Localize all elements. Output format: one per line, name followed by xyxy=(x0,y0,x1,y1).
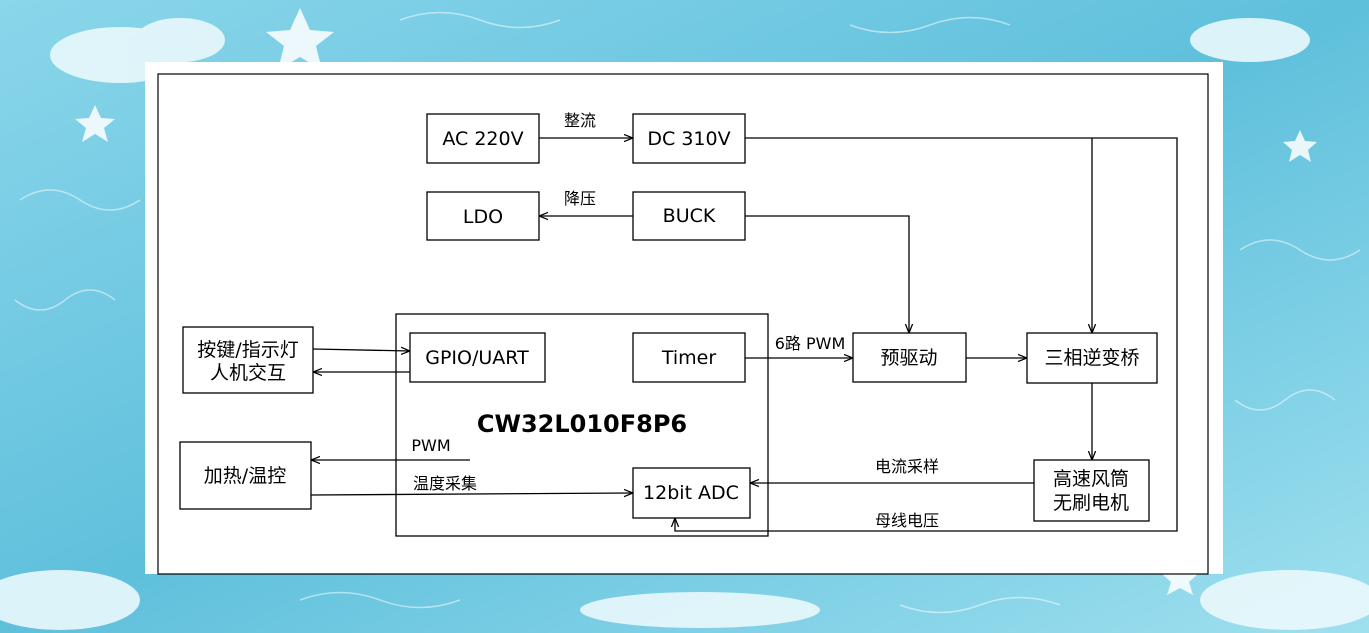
edge-temp-sample xyxy=(310,493,633,495)
svg-text:高速风筒: 高速风筒 xyxy=(1053,468,1129,490)
label-temp-sample: 温度采集 xyxy=(413,474,477,493)
mcu-title: CW32L010F8P6 xyxy=(477,410,687,438)
node-buck: BUCK xyxy=(632,191,746,241)
svg-text:三相逆变桥: 三相逆变桥 xyxy=(1044,347,1139,369)
star-decoration xyxy=(75,8,1317,595)
edge-hmi-to-gpio xyxy=(312,349,410,351)
node-predriver: 预驱动 xyxy=(852,332,967,383)
svg-text:DC 310V: DC 310V xyxy=(647,128,730,150)
svg-text:LDO: LDO xyxy=(463,206,503,228)
edge-labels: 整流 降压 6路 PWM PWM 温度采集 电流采样 母线电压 xyxy=(411,111,939,530)
svg-text:人机交互: 人机交互 xyxy=(210,362,286,384)
label-stepdown: 降压 xyxy=(564,189,596,208)
svg-text:BUCK: BUCK xyxy=(663,205,716,227)
node-inverter: 三相逆变桥 xyxy=(1026,332,1158,384)
svg-text:Timer: Timer xyxy=(661,347,716,369)
diagram-frame xyxy=(157,73,1209,575)
node-motor: 高速风筒 无刷电机 xyxy=(1033,459,1150,522)
label-bus-voltage: 母线电压 xyxy=(875,511,939,530)
node-heater: 加热/温控 xyxy=(179,441,312,510)
svg-text:加热/温控: 加热/温控 xyxy=(204,465,286,487)
node-hmi: 按键/指示灯 人机交互 xyxy=(182,326,314,394)
node-adc: 12bit ADC xyxy=(632,467,751,519)
svg-text:按键/指示灯: 按键/指示灯 xyxy=(197,339,298,361)
edge-buck-to-predriver xyxy=(745,215,909,333)
label-current-sample: 电流采样 xyxy=(875,457,939,476)
svg-text:无刷电机: 无刷电机 xyxy=(1053,492,1129,514)
svg-text:AC 220V: AC 220V xyxy=(442,128,523,150)
node-timer: Timer xyxy=(632,332,746,383)
node-ldo: LDO xyxy=(426,191,540,241)
svg-text:12bit ADC: 12bit ADC xyxy=(643,482,739,504)
node-gpio-uart: GPIO/UART xyxy=(409,332,546,383)
label-pwm6: 6路 PWM xyxy=(775,334,846,353)
node-dc: DC 310V xyxy=(632,113,746,164)
node-ac: AC 220V xyxy=(426,113,540,164)
svg-text:GPIO/UART: GPIO/UART xyxy=(425,347,529,369)
label-pwm: PWM xyxy=(411,436,450,455)
scribble-decoration xyxy=(14,11,1361,614)
edge-dc-bus-voltage xyxy=(675,137,1178,532)
svg-text:预驱动: 预驱动 xyxy=(880,347,937,369)
edges xyxy=(310,137,1178,532)
label-rectify: 整流 xyxy=(564,111,596,130)
